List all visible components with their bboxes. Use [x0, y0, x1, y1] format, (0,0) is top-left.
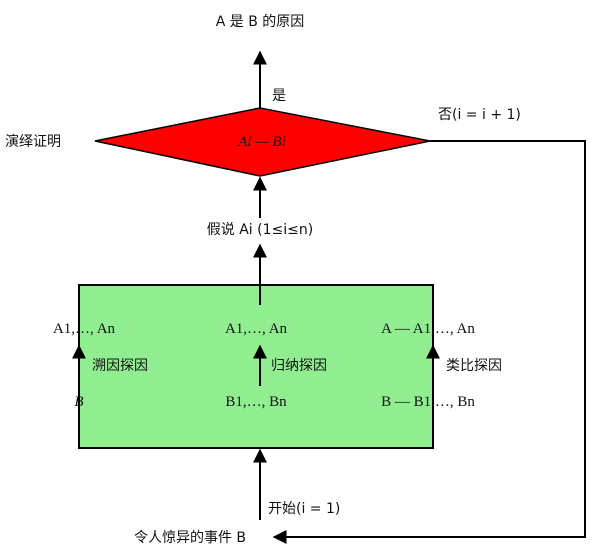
loop-back-line [272, 140, 586, 544]
hypothesis-label: 假说 Ai (1≤i≤n) [207, 222, 313, 238]
col3-top-label: A — A1,…, An [381, 321, 475, 337]
col1-bottom-label: B [74, 394, 83, 410]
col1-top-label: A1,…, An [53, 321, 116, 337]
col2-method-label: 归纳探因 [271, 357, 327, 374]
event-label: 令人惊异的事件 B [134, 530, 246, 546]
deduction-label: 演绎证明 [5, 134, 61, 150]
top-result-label: A 是 B 的原因 [216, 14, 305, 30]
yes-label: 是 [272, 88, 286, 104]
no-label: 否(i = i + 1) [438, 107, 521, 123]
col3-bottom-label: B — B1,…, Bn [381, 394, 475, 410]
col2-bottom-label: B1,…, Bn [225, 394, 287, 410]
methods-box [78, 284, 434, 449]
col3-method-label: 类比探因 [446, 358, 502, 374]
col1-method-label: 溯因探因 [92, 358, 148, 374]
start-label: 开始(i = 1) [268, 501, 340, 517]
diamond-text: Ai — Bi [237, 134, 286, 150]
col2-top-label: A1,…, An [225, 321, 288, 337]
